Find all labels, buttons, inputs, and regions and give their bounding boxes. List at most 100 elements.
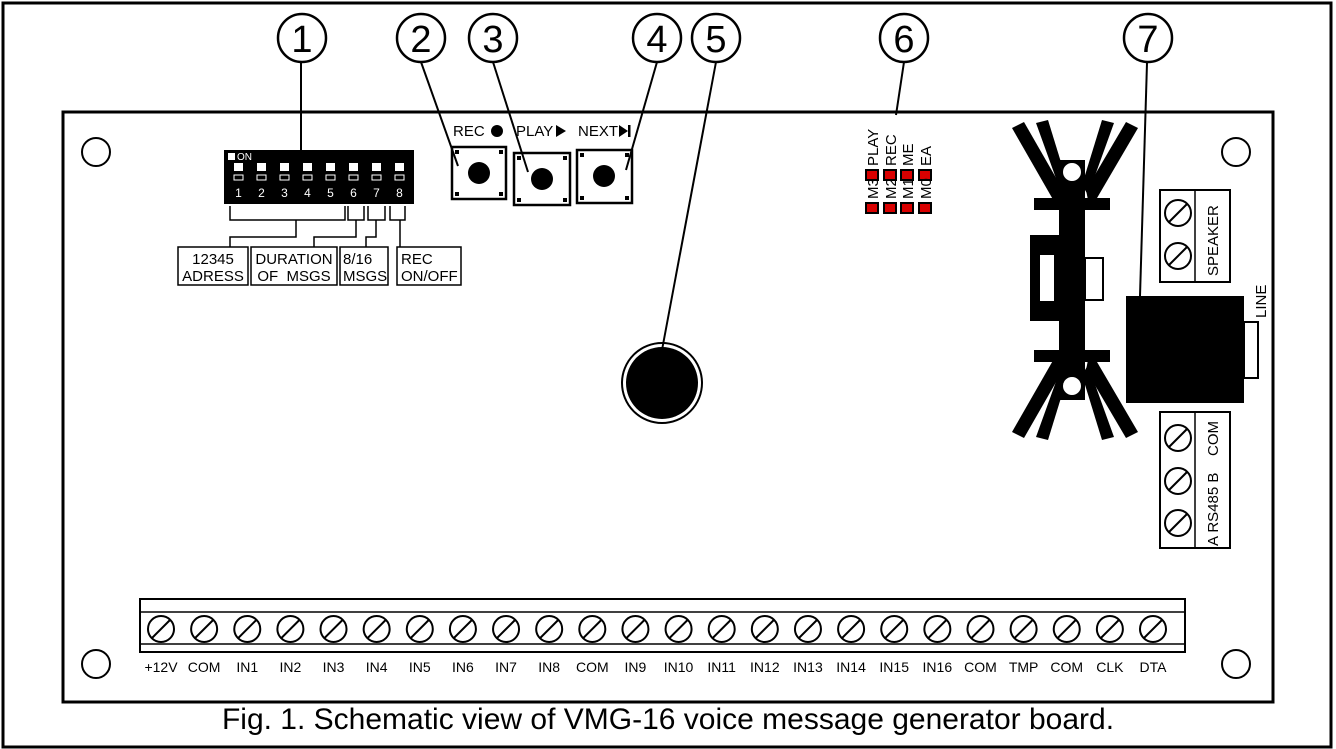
leader-7 xyxy=(1139,62,1148,297)
terminal-screw xyxy=(880,615,909,643)
heatsink-fin xyxy=(1086,350,1138,438)
terminal-label: IN4 xyxy=(366,659,388,675)
terminal-screw xyxy=(793,615,822,643)
line-label: LINE xyxy=(1253,285,1270,318)
led-indicator xyxy=(918,169,932,181)
terminal-label: +12V xyxy=(144,659,178,675)
dip-switch-lever xyxy=(326,163,335,171)
callout-4: 4 xyxy=(631,12,683,64)
terminal-screw xyxy=(448,615,477,643)
terminal-label: COM xyxy=(188,659,221,675)
dip-on-label: ON xyxy=(237,152,252,163)
terminal-label: IN15 xyxy=(879,659,909,675)
callout-5: 5 xyxy=(690,12,742,64)
dip-number: 4 xyxy=(304,186,311,200)
buzzer xyxy=(621,342,703,424)
terminal-label: IN12 xyxy=(750,659,780,675)
callout-number: 2 xyxy=(410,19,431,61)
play-button xyxy=(512,151,572,207)
figure-caption: Fig. 1. Schematic view of VMG-16 voice m… xyxy=(221,703,1115,736)
dip-switch-lever xyxy=(372,163,381,171)
callout-6: 6 xyxy=(878,12,930,64)
terminal-screw xyxy=(664,615,693,643)
rs485-terminal-block: COM A RS485 B xyxy=(1159,411,1231,549)
heatsink xyxy=(1012,120,1138,440)
box-address xyxy=(177,246,249,286)
led-name-label: M1 xyxy=(900,178,917,199)
terminal-screw xyxy=(578,615,607,643)
speaker-terminal-block: SPEAKER xyxy=(1159,189,1231,283)
label-rec-2: ON/OFF xyxy=(401,268,458,285)
led-function-label: EA xyxy=(918,146,935,166)
box-duration xyxy=(250,246,338,286)
dip-switch-body xyxy=(224,150,414,204)
dip-number: 6 xyxy=(350,186,357,200)
regulator-tab xyxy=(1084,257,1104,301)
callout-3: 3 xyxy=(467,12,519,64)
callout-number: 6 xyxy=(893,19,914,61)
dip-number: 5 xyxy=(327,186,334,200)
label-duration-1: DURATION xyxy=(255,251,332,268)
terminal-screw xyxy=(233,615,262,643)
dip-switch-slot xyxy=(256,174,267,181)
callout-circle xyxy=(1122,12,1174,64)
dip-switch-slot xyxy=(279,174,290,181)
speaker-screw-1 xyxy=(1164,199,1192,227)
led-function-label: PLAY xyxy=(865,129,882,166)
terminal-label: IN2 xyxy=(279,659,301,675)
led-name-label: M3 xyxy=(865,178,882,199)
terminal-label: IN13 xyxy=(793,659,823,675)
leader-duration xyxy=(313,220,357,247)
terminal-label: IN10 xyxy=(664,659,694,675)
line-jack: LINE xyxy=(1126,285,1270,403)
dip-switch-slot xyxy=(371,174,382,181)
terminal-label: CLK xyxy=(1096,659,1124,675)
terminal-screw xyxy=(1052,615,1081,643)
dip-switch-lever xyxy=(395,163,404,171)
next-track-icon xyxy=(619,125,628,137)
heatsink-fin xyxy=(1082,365,1114,440)
dip-number: 8 xyxy=(396,186,403,200)
dip-switch-slot xyxy=(233,174,244,181)
box-msgs xyxy=(339,246,389,286)
terminal-label: IN11 xyxy=(707,659,736,675)
leader-2 xyxy=(420,61,459,167)
play-triangle-icon xyxy=(556,125,566,137)
mounting-hole-bottom-right xyxy=(1221,649,1251,679)
mounting-hole-bottom-left xyxy=(81,649,111,679)
label-address-2: ADRESS xyxy=(182,268,244,285)
terminal-label: DTA xyxy=(1140,659,1168,675)
speaker-label: SPEAKER xyxy=(1205,205,1222,276)
terminal-screw xyxy=(492,615,521,643)
terminal-screw xyxy=(1095,615,1124,643)
leader-4 xyxy=(625,61,658,171)
dip-switch-lever xyxy=(257,163,266,171)
terminal-screw xyxy=(319,615,348,643)
dip-switch-slot xyxy=(348,174,359,181)
rec-button xyxy=(450,145,508,201)
led-indicator xyxy=(900,202,914,214)
pcb-board xyxy=(61,110,1275,704)
dip-label-texts: 12345 ADRESS DURATION OF MSGS 8/16 MSGS … xyxy=(182,251,458,285)
bracket-address xyxy=(229,206,346,221)
callout-leaders xyxy=(300,61,1148,351)
led-indicator xyxy=(865,202,879,214)
rs485-com-label: COM xyxy=(1205,421,1222,456)
label-msgs-2: MSGS xyxy=(343,268,387,285)
terminal-label: IN8 xyxy=(538,659,560,675)
dip-switch-lever xyxy=(349,163,358,171)
terminal-label: IN6 xyxy=(452,659,474,675)
dip-number: 7 xyxy=(373,186,380,200)
led-function-label: REC xyxy=(883,134,900,166)
terminal-label: COM xyxy=(1050,659,1083,675)
leader-6 xyxy=(895,61,905,116)
callout-number: 1 xyxy=(291,19,312,61)
box-rec xyxy=(396,246,462,286)
dip-label-boxes xyxy=(177,246,462,286)
